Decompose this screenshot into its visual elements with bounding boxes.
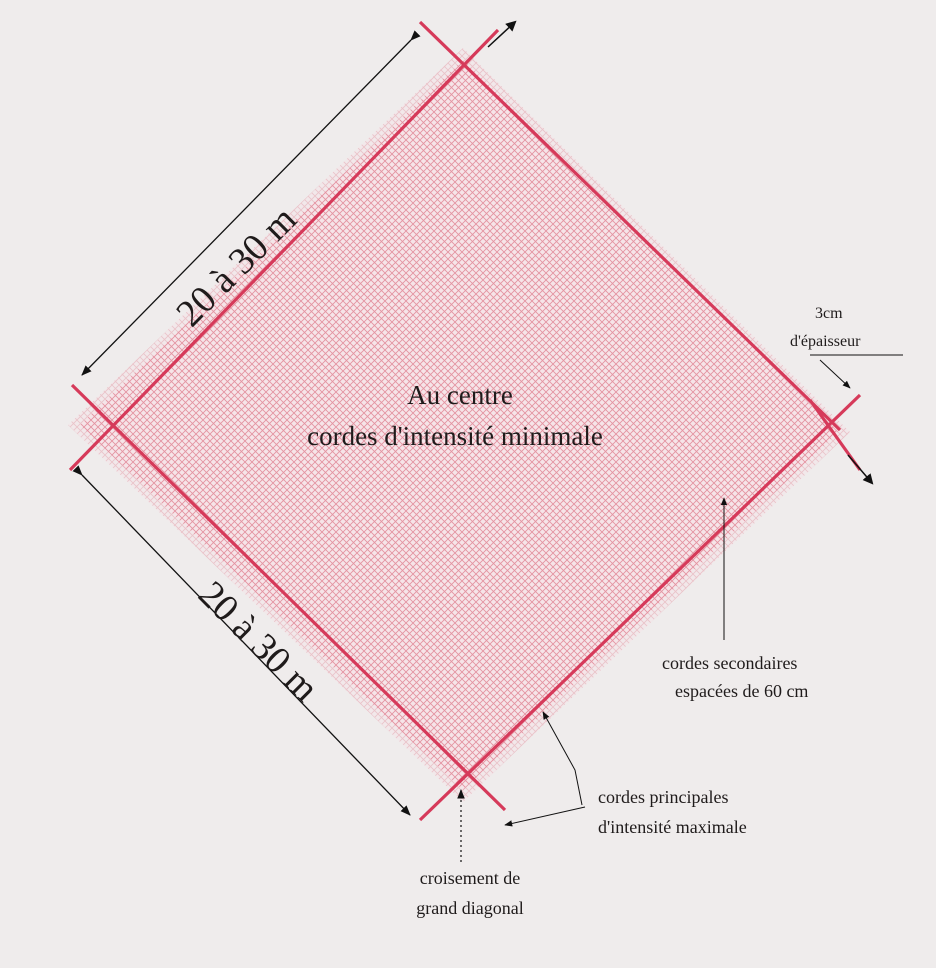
net-mesh-fringe	[68, 48, 850, 802]
rope-top-right	[418, 20, 842, 432]
corner-arrow-top	[487, 20, 517, 48]
dimension-arrow-bottom-left	[72, 465, 411, 816]
principal-pointer-b	[504, 806, 586, 827]
crossing-label-line2: grand diagonal	[416, 898, 523, 918]
thickness-label-line1: 3cm	[815, 305, 843, 322]
principal-label-line1: cordes principales	[598, 787, 728, 807]
corner-arrow-right	[847, 454, 874, 485]
principal-label-line2: d'intensité maximale	[598, 817, 747, 837]
center-label-line1: Au centre	[407, 380, 513, 410]
secondary-label-line1: cordes secondaires	[662, 653, 797, 673]
principal-pointer-a	[542, 711, 583, 806]
crossing-label-line1: croisement de	[420, 868, 520, 888]
rope-bottom-right	[418, 393, 862, 822]
center-label-line2: cordes d'intensité minimale	[307, 421, 603, 451]
dimension-arrow-top-left	[81, 30, 421, 376]
thickness-label-line2: d'épaisseur	[790, 333, 861, 350]
thickness-pointer	[819, 359, 851, 389]
secondary-label-line2: espacées de 60 cm	[675, 681, 808, 701]
